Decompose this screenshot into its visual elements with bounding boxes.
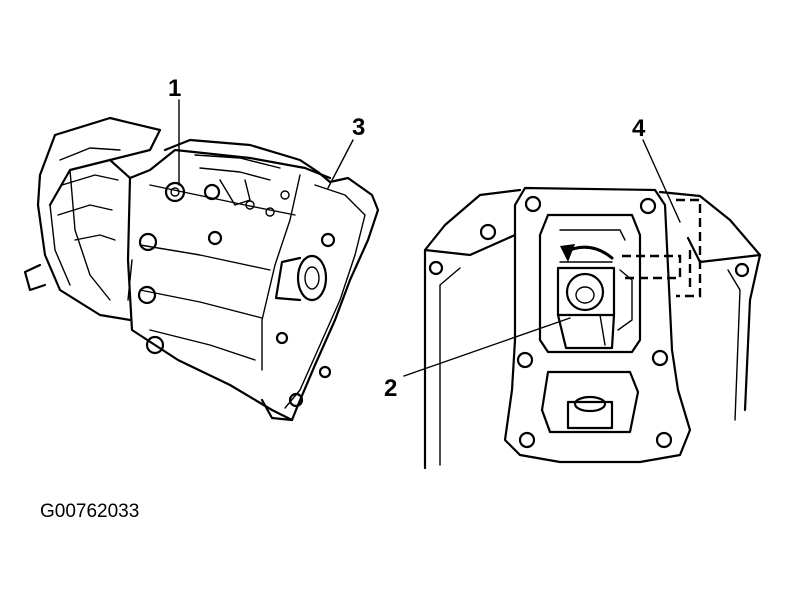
leader-2 bbox=[403, 317, 571, 377]
figure-code: G00762033 bbox=[40, 501, 139, 522]
callout-label-2: 2 bbox=[384, 375, 397, 402]
leader-4 bbox=[642, 139, 681, 223]
leader-lines bbox=[178, 99, 681, 377]
shift-housing-view bbox=[423, 186, 762, 470]
callout-label-3: 3 bbox=[352, 114, 365, 141]
callout-label-4: 4 bbox=[632, 115, 646, 142]
leader-3 bbox=[327, 139, 354, 189]
transmission-assembly bbox=[23, 116, 380, 422]
callout-label-1: 1 bbox=[168, 75, 181, 102]
